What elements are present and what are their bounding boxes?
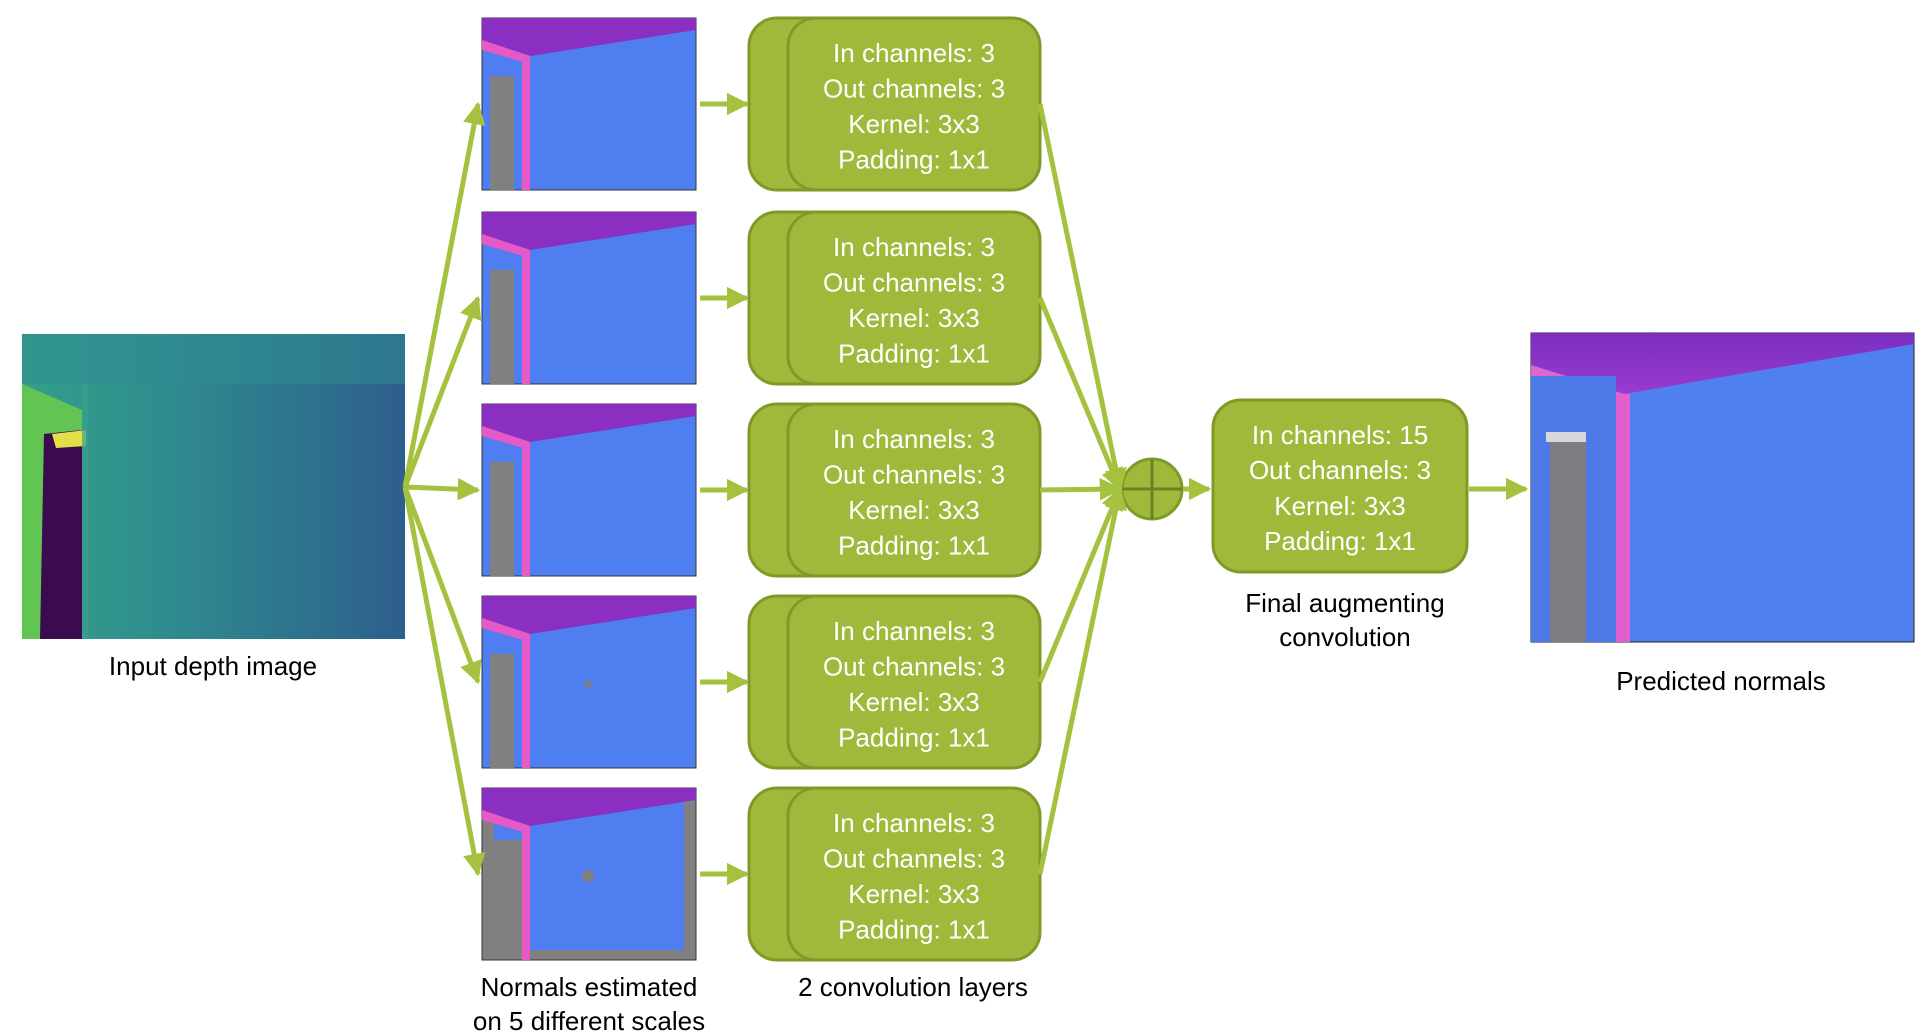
conv-to-sum-arrow-5 [1037,486,1127,875]
conv-box-4-out: Out channels: 3 [823,652,1005,682]
conv-box-5-out: Out channels: 3 [823,844,1005,874]
input-to-scale-arrows [402,92,750,886]
final-conv-padding: Padding: 1x1 [1264,526,1416,556]
fan-arrow-4 [402,486,482,685]
conv-box-4-in: In channels: 3 [833,616,995,646]
conv-box-1-padding: Padding: 1x1 [838,145,990,175]
scale-normal-maps [481,17,697,961]
final-conv-kernel: Kernel: 3x3 [1274,491,1406,521]
final-conv-in: In channels: 15 [1252,420,1428,450]
scales-caption-line2: on 5 different scales [473,1006,705,1034]
final-conv-caption-line2: convolution [1279,622,1411,652]
conv-box-4-padding: Padding: 1x1 [838,723,990,753]
conv-box-5-kernel: Kernel: 3x3 [848,879,980,909]
conv-box-5-padding: Padding: 1x1 [838,915,990,945]
conv-to-sum-arrow-3 [1039,478,1123,501]
conv-box-2: In channels: 3 Out channels: 3 Kernel: 3x3… [747,210,1042,386]
scale-image-3 [481,403,697,577]
conv-box-3: In channels: 3 Out channels: 3 Kernel: 3x3… [747,402,1042,578]
final-conv-box: In channels: 15 Out channels: 3 Kernel: … [1211,398,1469,574]
fan-arrow-2 [402,295,482,488]
conv-box-2-out: Out channels: 3 [823,268,1005,298]
conv-box-3-out: Out channels: 3 [823,460,1005,490]
scale-image-5 [481,787,697,961]
conv-to-sum-arrows [1037,103,1127,875]
conv-box-1-kernel: Kernel: 3x3 [848,109,980,139]
conv-box-1-out: Out channels: 3 [823,74,1005,104]
sum-node [1120,457,1184,521]
conv-to-sum-arrow-2 [1037,297,1123,492]
scale-image-1 [481,17,697,191]
fan-arrow-3 [404,477,481,501]
conv-box-2-in: In channels: 3 [833,232,995,262]
final-conv-caption-line1: Final augmenting [1245,588,1444,618]
conv-box-3-padding: Padding: 1x1 [838,531,990,561]
input-depth-image [22,334,405,639]
conv-box-2-kernel: Kernel: 3x3 [848,303,980,333]
conv-box-3-in: In channels: 3 [833,424,995,454]
conv-to-sum-arrow-4 [1037,486,1123,683]
conv-box-4-kernel: Kernel: 3x3 [848,687,980,717]
conv-to-sum-arrow-1 [1037,103,1127,492]
conv-layer-boxes: In channels: 3 Out channels: 3 Kernel: 3x3… [747,16,1042,962]
conv-box-5: In channels: 3 Out channels: 3 Kernel: 3x3… [747,786,1042,962]
conv-box-1-in: In channels: 3 [833,38,995,68]
conv-caption: 2 convolution layers [798,972,1028,1002]
scale-image-2 [481,211,697,385]
fan-arrow-5 [402,486,486,877]
fan-arrow-1 [402,101,486,488]
output-caption: Predicted normals [1616,666,1826,696]
conv-box-4: In channels: 3 Out channels: 3 Kernel: 3x3… [747,594,1042,770]
conv-box-2-padding: Padding: 1x1 [838,339,990,369]
conv-box-5-in: In channels: 3 [833,808,995,838]
scale-image-4 [481,595,697,769]
scales-caption-line1: Normals estimated [481,972,698,1002]
predicted-normals-image [1530,332,1915,643]
final-conv-out: Out channels: 3 [1249,455,1431,485]
conv-box-1: In channels: 3 Out channels: 3 Kernel: 3x3… [747,16,1042,192]
conv-box-3-kernel: Kernel: 3x3 [848,495,980,525]
input-caption: Input depth image [109,651,317,681]
